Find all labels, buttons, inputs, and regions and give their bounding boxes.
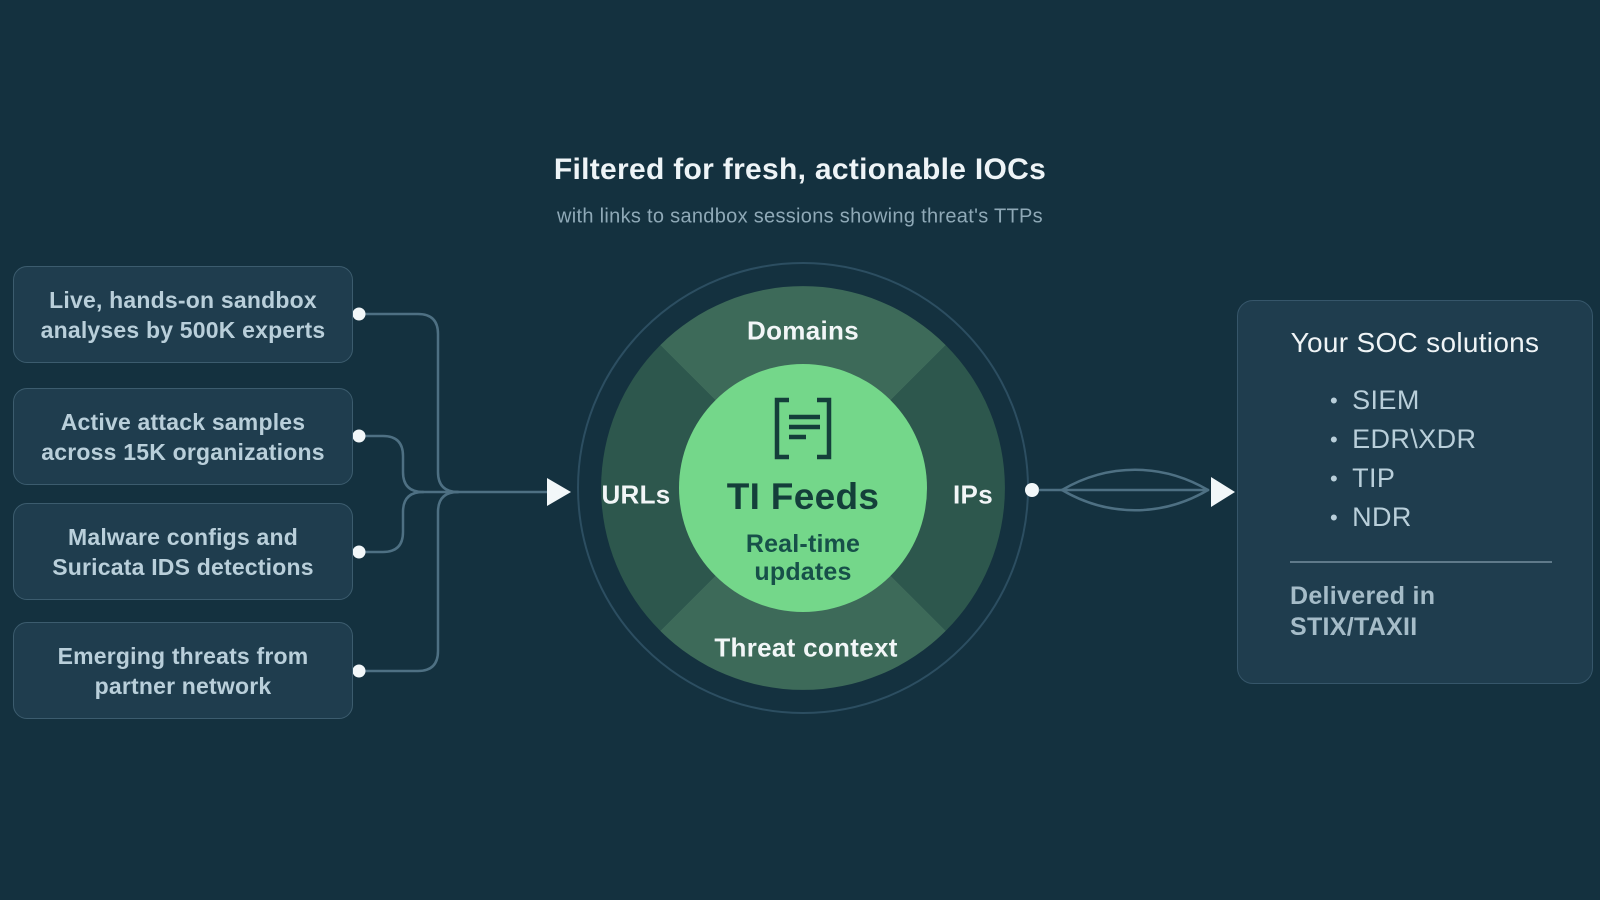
- source-box-label: Active attack samples across 15K organiz…: [41, 408, 325, 465]
- hub-subtitle: Real-time updates: [745, 530, 861, 586]
- list-item-tip: • TIP: [1330, 459, 1592, 498]
- soc-solutions-list: • SIEM • EDR\XDR • TIP • NDR: [1330, 381, 1592, 537]
- delivery-format-label: Delivered in STIX/TAXII: [1290, 582, 1436, 641]
- bullet-icon: •: [1330, 505, 1339, 530]
- list-item-ndr: • NDR: [1330, 498, 1592, 537]
- source-box-malware-configs: Malware configs and Suricata IDS detecti…: [13, 503, 353, 600]
- list-item-label: NDR: [1352, 502, 1412, 532]
- connector-dot-icon: [352, 307, 366, 678]
- hub-title: TI Feeds: [726, 476, 880, 517]
- source-box-attack-samples: Active attack samples across 15K organiz…: [13, 388, 353, 485]
- left-connector-tree: [357, 312, 549, 673]
- segment-label-ips: IPs: [953, 479, 993, 510]
- hub-inner-circle: [679, 364, 927, 612]
- list-item-label: EDR\XDR: [1352, 424, 1477, 454]
- right-arrow-icon: [1211, 477, 1235, 507]
- hub-exit-dot-icon: [1025, 483, 1039, 497]
- page-subtitle: with links to sandbox sessions showing t…: [557, 205, 1043, 228]
- soc-panel-title: Your SOC solutions: [1290, 327, 1540, 358]
- left-arrow-icon: [547, 478, 571, 506]
- source-box-sandbox-analyses: Live, hands-on sandbox analyses by 500K …: [13, 266, 353, 363]
- bullet-icon: •: [1330, 427, 1339, 452]
- soc-solutions-panel: Your SOC solutions • SIEM • EDR\XDR • TI…: [1237, 300, 1593, 684]
- bullet-icon: •: [1330, 388, 1339, 413]
- page-title: Filtered for fresh, actionable IOCs: [553, 153, 1047, 186]
- feed-list-icon: [774, 397, 832, 460]
- right-connector-lens: [1038, 468, 1210, 512]
- divider: [1290, 561, 1552, 563]
- source-box-label: Malware configs and Suricata IDS detecti…: [52, 523, 314, 580]
- bullet-icon: •: [1330, 466, 1339, 491]
- list-item-label: SIEM: [1352, 385, 1420, 415]
- segment-label-urls: URLs: [601, 479, 671, 510]
- source-box-emerging-threats: Emerging threats from partner network: [13, 622, 353, 719]
- source-box-label: Live, hands-on sandbox analyses by 500K …: [40, 286, 326, 343]
- list-item-siem: • SIEM: [1330, 381, 1592, 420]
- segment-label-threat-context: Threat context: [714, 632, 898, 663]
- segment-label-domains: Domains: [747, 315, 859, 346]
- source-box-label: Emerging threats from partner network: [57, 642, 309, 699]
- list-item-label: TIP: [1352, 463, 1396, 493]
- list-item-edr-xdr: • EDR\XDR: [1330, 420, 1592, 459]
